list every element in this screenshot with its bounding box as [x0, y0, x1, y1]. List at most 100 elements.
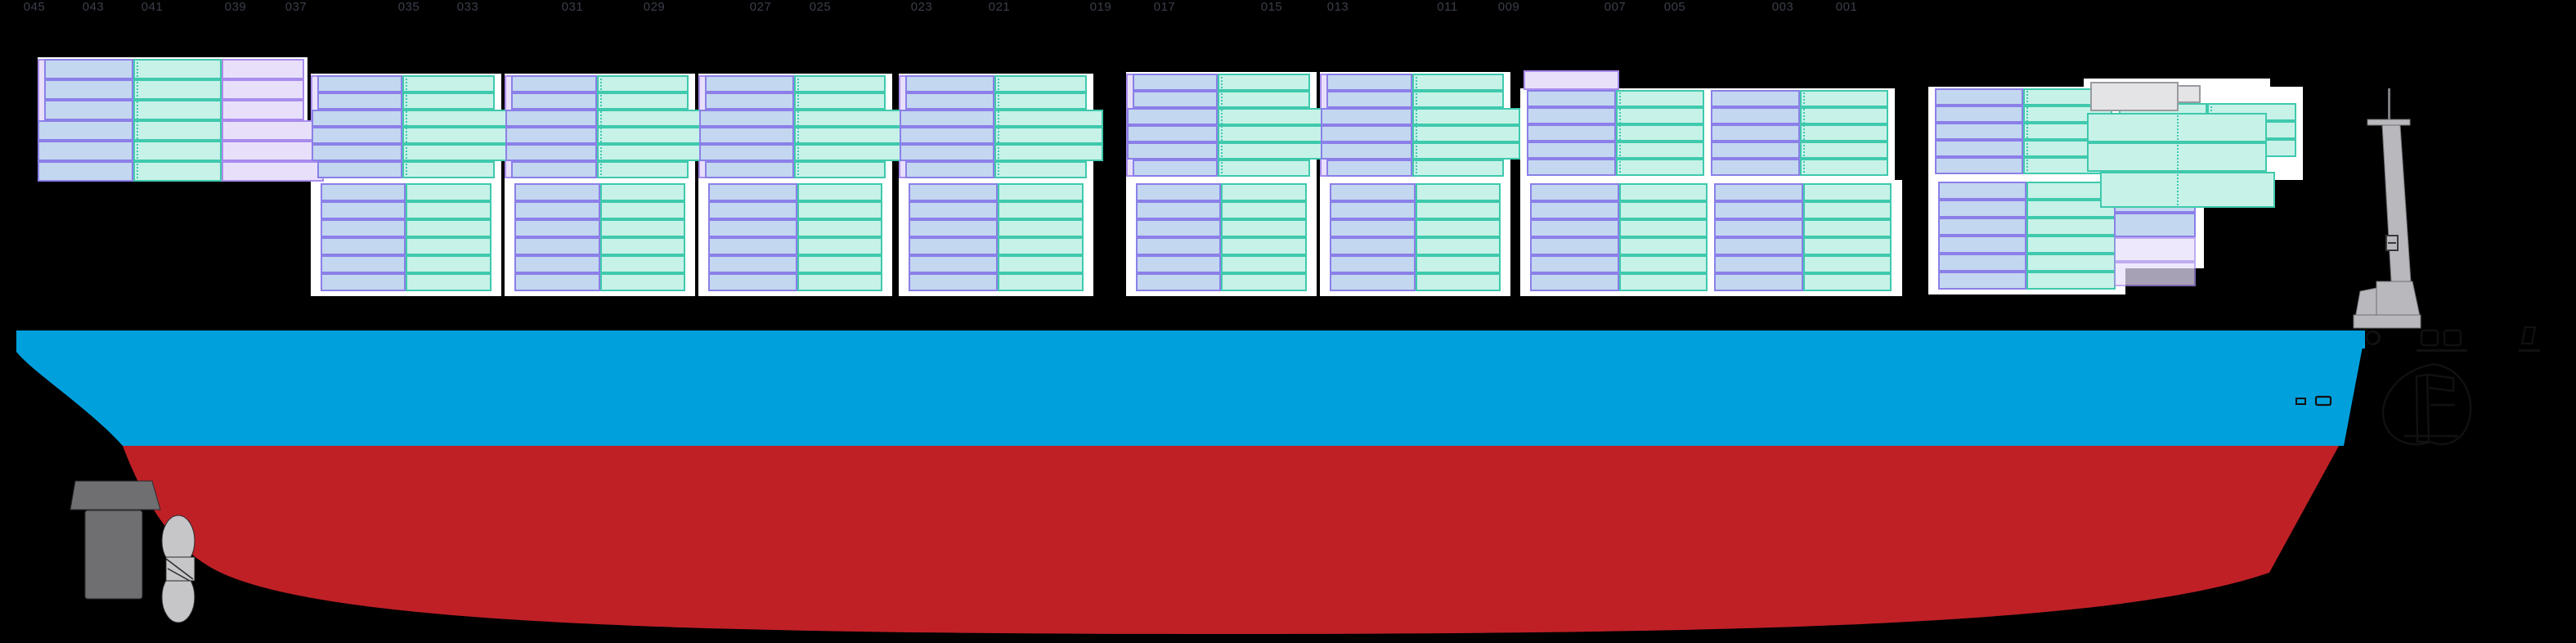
- bay-027-above-tier6-col2[interactable]: [994, 161, 1087, 178]
- bay-015-above-b-tier1-col1[interactable]: [1711, 90, 1800, 107]
- bay-019-above-tier5-col1[interactable]: [1320, 142, 1412, 160]
- bay-019-above-tier1-col2[interactable]: [1411, 74, 1505, 91]
- bay-035-above-tier2-col2[interactable]: [596, 92, 689, 110]
- bay-045-above-tier3-col2[interactable]: [132, 100, 222, 120]
- bay-035-above-tier3-col2[interactable]: [596, 110, 706, 127]
- bay-015-above-b-tier5-col2[interactable]: [1799, 159, 1889, 176]
- bay-031-hold-tier5-col1[interactable]: [708, 255, 797, 273]
- bay-027-above-tier5-col2[interactable]: [994, 144, 1103, 161]
- bay-035-hold-tier3-col2[interactable]: [599, 219, 686, 237]
- bay-015-hold-b-tier4-col2[interactable]: [1802, 237, 1892, 255]
- bay-015-above-b-tier1-col2[interactable]: [1799, 90, 1889, 107]
- bay-031-above-tier3-col1[interactable]: [699, 110, 794, 127]
- bay-045-above-tier5-col1[interactable]: [37, 141, 133, 161]
- bay-007-hold-tier3-col2[interactable]: [2026, 218, 2116, 236]
- bay-019-above-tier1-col1[interactable]: [1326, 74, 1412, 91]
- bay-015-above-b-tier3-col2[interactable]: [1799, 124, 1889, 142]
- bay-031-hold-tier3-col2[interactable]: [797, 219, 883, 237]
- bay-045-above-tier4-col3[interactable]: [222, 120, 324, 141]
- bay-015-above-tier1-col2[interactable]: [1615, 90, 1705, 107]
- bay-015-above-tier1-col1[interactable]: [1527, 90, 1616, 107]
- bay-035-above-tier4-col1[interactable]: [505, 127, 597, 144]
- bay-039-hold-tier3-col1[interactable]: [320, 219, 406, 237]
- bay-027-hold-tier2-col2[interactable]: [998, 201, 1084, 219]
- bay-015-top-cap-container[interactable]: [1524, 70, 1619, 90]
- bay-039-hold-tier2-col1[interactable]: [320, 201, 406, 219]
- bay-031-above-tier6-col1[interactable]: [705, 161, 794, 178]
- bay-045-above-tier2-col2[interactable]: [132, 79, 222, 100]
- bay-015-above-b-tier4-col2[interactable]: [1799, 142, 1889, 159]
- bay-031-above-tier4-col1[interactable]: [699, 127, 794, 144]
- bay-027-above-tier1-col1[interactable]: [905, 75, 994, 92]
- bay-015-above-b-tier5-col1[interactable]: [1711, 159, 1800, 176]
- bay-039-above-tier2-col2[interactable]: [402, 92, 495, 110]
- bay-035-above-tier1-col2[interactable]: [596, 75, 689, 92]
- bay-035-hold-tier2-col2[interactable]: [599, 201, 686, 219]
- bay-035-hold-tier1-col1[interactable]: [514, 183, 600, 201]
- bay-045-above-tier1-col3[interactable]: [222, 59, 304, 79]
- bay-023-above-tier2-col1[interactable]: [1132, 91, 1218, 108]
- bay-007-hold-tier5-col1[interactable]: [1937, 254, 2027, 272]
- bay-045-above-tier5-col3[interactable]: [222, 141, 324, 161]
- bay-031-hold-tier6-col2[interactable]: [797, 273, 883, 291]
- bay-007-hold-tier5-col2[interactable]: [2026, 254, 2116, 272]
- bay-031-hold-tier3-col1[interactable]: [708, 219, 797, 237]
- bay-039-above-tier5-col2[interactable]: [402, 144, 512, 161]
- bay-031-above-tier1-col1[interactable]: [705, 75, 794, 92]
- bay-023-hold-tier1-col2[interactable]: [1221, 183, 1307, 201]
- bay-027-above-tier4-col2[interactable]: [994, 127, 1103, 144]
- bay-035-above-tier4-col2[interactable]: [596, 127, 706, 144]
- bay-023-above-tier2-col2[interactable]: [1218, 91, 1310, 108]
- bay-007-above-tier3-col1[interactable]: [1934, 123, 2024, 140]
- bay-031-above-tier2-col2[interactable]: [793, 92, 886, 110]
- bay-015-hold-b-tier3-col2[interactable]: [1802, 219, 1892, 237]
- bay-003-above-tier3[interactable]: [2100, 172, 2275, 208]
- bay-027-hold-tier1-col1[interactable]: [909, 183, 998, 201]
- bay-031-above-tier3-col2[interactable]: [793, 110, 903, 127]
- bay-023-hold-tier6-col1[interactable]: [1135, 273, 1222, 291]
- bay-015-above-b-tier4-col1[interactable]: [1711, 142, 1800, 159]
- bay-031-hold-tier5-col2[interactable]: [797, 255, 883, 273]
- bay-039-hold-tier5-col2[interactable]: [406, 255, 491, 273]
- bay-007-hold-tier4-col2[interactable]: [2026, 236, 2116, 254]
- bay-019-above-tier2-col2[interactable]: [1411, 91, 1505, 108]
- bay-031-above-tier2-col1[interactable]: [705, 92, 794, 110]
- bay-035-hold-tier2-col1[interactable]: [514, 201, 600, 219]
- bay-039-above-tier6-col2[interactable]: [402, 161, 495, 178]
- bay-001-hold-tier1[interactable]: [2114, 237, 2196, 262]
- bay-035-above-tier3-col1[interactable]: [505, 110, 597, 127]
- bay-015-hold-tier2-col2[interactable]: [1618, 201, 1708, 219]
- bay-015-hold-tier3-col2[interactable]: [1618, 219, 1708, 237]
- bay-039-above-tier4-col2[interactable]: [402, 127, 512, 144]
- bay-023-hold-tier3-col2[interactable]: [1221, 219, 1307, 237]
- bay-015-hold-tier3-col1[interactable]: [1530, 219, 1619, 237]
- bay-015-above-b-tier3-col1[interactable]: [1711, 124, 1800, 142]
- bay-027-hold-tier2-col1[interactable]: [909, 201, 998, 219]
- bay-019-hold-tier6-col1[interactable]: [1330, 273, 1416, 291]
- bay-015-above-tier5-col2[interactable]: [1615, 159, 1705, 176]
- bay-019-hold-tier3-col1[interactable]: [1330, 219, 1416, 237]
- bay-045-above-tier6-col3[interactable]: [222, 161, 324, 182]
- bay-027-hold-tier3-col2[interactable]: [998, 219, 1084, 237]
- bay-023-hold-tier2-col1[interactable]: [1135, 201, 1222, 219]
- bay-019-hold-tier6-col2[interactable]: [1415, 273, 1501, 291]
- bay-027-hold-tier5-col1[interactable]: [909, 255, 998, 273]
- bay-019-hold-tier2-col1[interactable]: [1330, 201, 1416, 219]
- bay-039-hold-tier1-col2[interactable]: [406, 183, 491, 201]
- bay-015-hold-tier5-col1[interactable]: [1530, 255, 1619, 273]
- bay-015-hold-b-tier6-col2[interactable]: [1802, 273, 1892, 291]
- bay-019-hold-tier4-col1[interactable]: [1330, 237, 1416, 255]
- bay-007-hold-tier3-col1[interactable]: [1937, 218, 2027, 236]
- bay-035-hold-tier1-col2[interactable]: [599, 183, 686, 201]
- bay-039-above-tier2-col1[interactable]: [316, 92, 403, 110]
- bay-015-hold-b-tier6-col1[interactable]: [1714, 273, 1803, 291]
- bay-015-hold-tier1-col2[interactable]: [1618, 183, 1708, 201]
- bay-039-hold-tier4-col1[interactable]: [320, 237, 406, 255]
- bay-027-hold-tier6-col2[interactable]: [998, 273, 1084, 291]
- bay-045-above-tier2-col3[interactable]: [222, 79, 304, 100]
- bay-015-above-tier2-col2[interactable]: [1615, 107, 1705, 124]
- bay-007-above-tier4-col1[interactable]: [1934, 140, 2024, 157]
- bay-027-hold-tier1-col2[interactable]: [998, 183, 1084, 201]
- bay-015-hold-b-tier5-col1[interactable]: [1714, 255, 1803, 273]
- bay-045-above-tier6-col1[interactable]: [37, 161, 133, 182]
